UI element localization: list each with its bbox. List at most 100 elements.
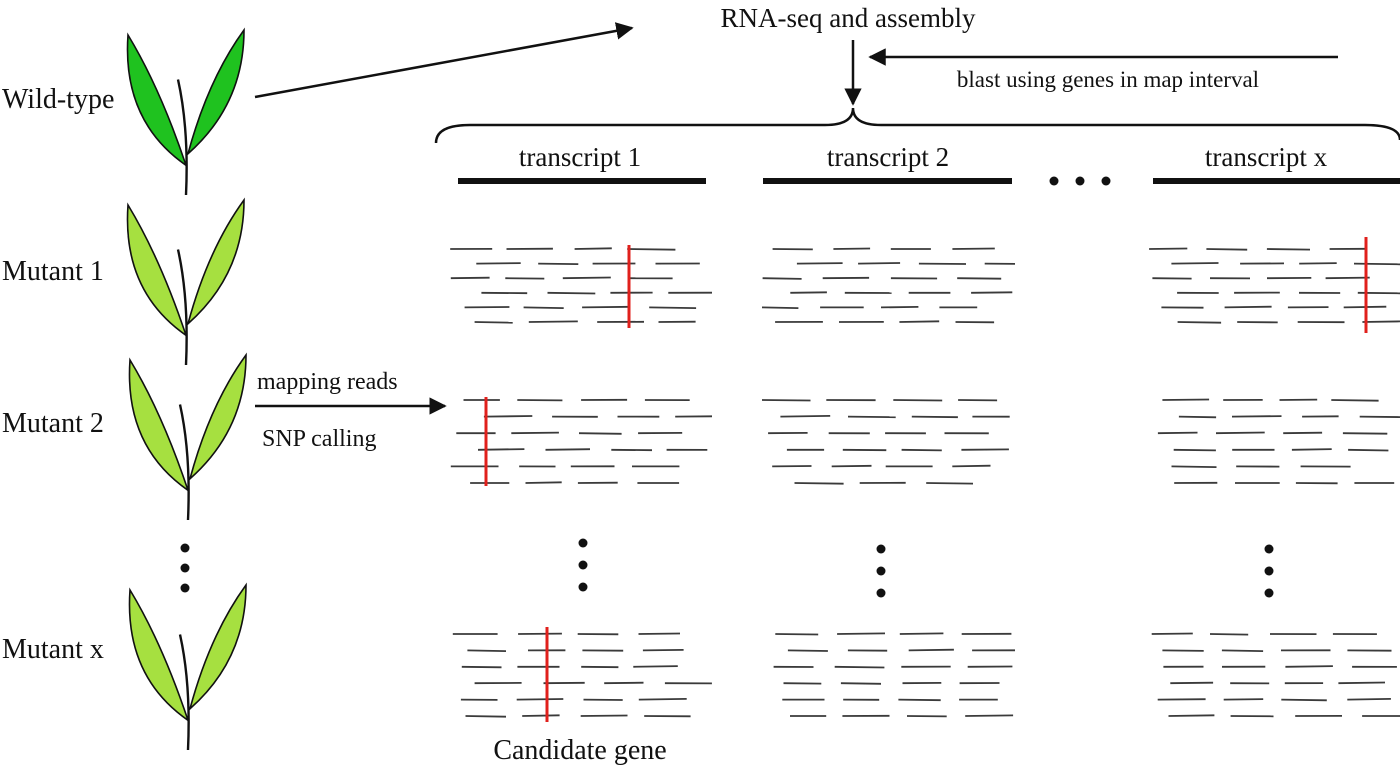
read-segment <box>638 698 687 701</box>
read-segment <box>1281 698 1327 702</box>
read-segment <box>642 649 684 652</box>
read-segment <box>790 291 827 294</box>
candidate-gene-label: Candidate gene <box>493 735 666 766</box>
plant-leaf-right <box>188 582 247 712</box>
read-segment <box>538 262 579 265</box>
read-segment <box>787 649 828 652</box>
read-segment <box>1266 248 1311 251</box>
read-segment <box>528 320 578 323</box>
read-segment <box>1291 448 1332 451</box>
read-segment <box>1299 262 1337 265</box>
read-segment <box>1223 698 1264 701</box>
plant-stem <box>178 634 190 751</box>
rnaseq-assembly-title: RNA-seq and assembly <box>721 3 976 33</box>
samples-ellipsis-dot <box>180 563 190 573</box>
reads-mutant-x-transcript-2 <box>773 632 1016 718</box>
reads-ellipsis-dot <box>1264 588 1274 598</box>
read-segment <box>1171 465 1217 468</box>
reads-mutant-2-transcript-1 <box>450 398 713 484</box>
read-segment <box>1285 665 1333 668</box>
transcripts-ellipsis-dot <box>1075 176 1085 186</box>
plant-wild-type <box>126 27 245 196</box>
read-segment <box>899 320 940 323</box>
reads-mutant-1-transcript-1 <box>450 247 713 324</box>
transcripts-ellipsis-dot <box>1049 176 1059 186</box>
read-segment <box>1221 649 1264 652</box>
transcript-label-x: transcript x <box>1205 142 1328 172</box>
read-segment <box>1206 248 1248 251</box>
transcripts-brace <box>434 107 1400 144</box>
reads-ellipsis-dot <box>876 588 886 598</box>
read-segment <box>952 247 995 250</box>
read-segment <box>547 291 596 295</box>
read-segment <box>545 448 591 451</box>
read-segment <box>465 715 507 718</box>
sample-label-mutant-x: Mutant x <box>2 634 104 665</box>
blast-label: blast using genes in map interval <box>957 67 1259 92</box>
reads-mutant-x-transcript-3 <box>1151 632 1400 718</box>
read-segment <box>1162 649 1204 652</box>
sample-label-wild-type: Wild-type <box>2 84 114 115</box>
read-segment <box>1362 320 1400 323</box>
read-segment <box>627 248 676 251</box>
reads-mutant-1-transcript-2 <box>761 247 1016 324</box>
read-segment <box>580 714 628 717</box>
plant-stem <box>176 249 188 366</box>
plant-leaf-left <box>128 357 190 493</box>
read-segment <box>523 306 564 309</box>
read-segment <box>761 306 799 309</box>
read-segment <box>1325 276 1370 280</box>
reads-ellipsis-dot <box>876 544 886 554</box>
read-segment <box>898 698 941 702</box>
reads-mutant-2-transcript-2 <box>761 399 1010 485</box>
read-segment <box>467 649 507 652</box>
read-segment <box>834 665 885 669</box>
read-segment <box>837 632 886 635</box>
reads-ellipsis-dot <box>578 582 588 592</box>
read-segment <box>775 633 819 636</box>
read-segment <box>604 681 644 685</box>
plant-mutant <box>128 582 247 751</box>
read-segment <box>965 714 1014 717</box>
read-segment <box>511 431 559 435</box>
read-segment <box>1359 415 1400 418</box>
snp-calling-label: SNP calling <box>262 426 376 452</box>
read-segment <box>899 632 944 635</box>
plant-stem <box>178 404 190 521</box>
read-segment <box>957 277 1002 280</box>
read-segment <box>562 276 611 280</box>
read-segment <box>761 399 811 402</box>
read-segment <box>880 306 919 309</box>
arrow-wildtype-to-rnaseq <box>254 22 634 99</box>
read-segment <box>483 415 533 418</box>
read-segment <box>1331 399 1379 402</box>
samples-ellipsis-dot <box>180 543 190 553</box>
read-segment <box>1348 448 1389 452</box>
reads-ellipsis-dot <box>876 566 886 576</box>
read-segment <box>461 665 502 669</box>
read-segment <box>1170 681 1214 685</box>
read-segment <box>1215 431 1265 435</box>
read-segment <box>516 698 564 701</box>
read-segment <box>1283 431 1323 435</box>
read-segment <box>525 481 562 484</box>
read-segment <box>1347 698 1391 701</box>
read-segment <box>476 262 521 265</box>
read-segment <box>840 682 882 685</box>
read-segment <box>1224 305 1272 309</box>
transcripts-ellipsis-dot <box>1101 176 1111 186</box>
reads-mutant-x-transcript-1 <box>452 632 712 718</box>
read-segment <box>858 262 901 265</box>
read-segment <box>952 464 991 468</box>
read-segment <box>926 482 974 485</box>
reads-mutant-2-transcript-3 <box>1157 398 1400 485</box>
read-segment <box>847 415 896 419</box>
read-pileups <box>450 247 1400 718</box>
plant-mutant <box>128 352 247 521</box>
read-segment <box>971 291 1013 294</box>
plant-leaf-right <box>186 197 245 327</box>
read-segment <box>1149 247 1188 250</box>
plant-leaf-right <box>186 27 245 157</box>
read-segment <box>1357 291 1400 295</box>
sample-label-mutant-2: Mutant 2 <box>2 408 104 439</box>
